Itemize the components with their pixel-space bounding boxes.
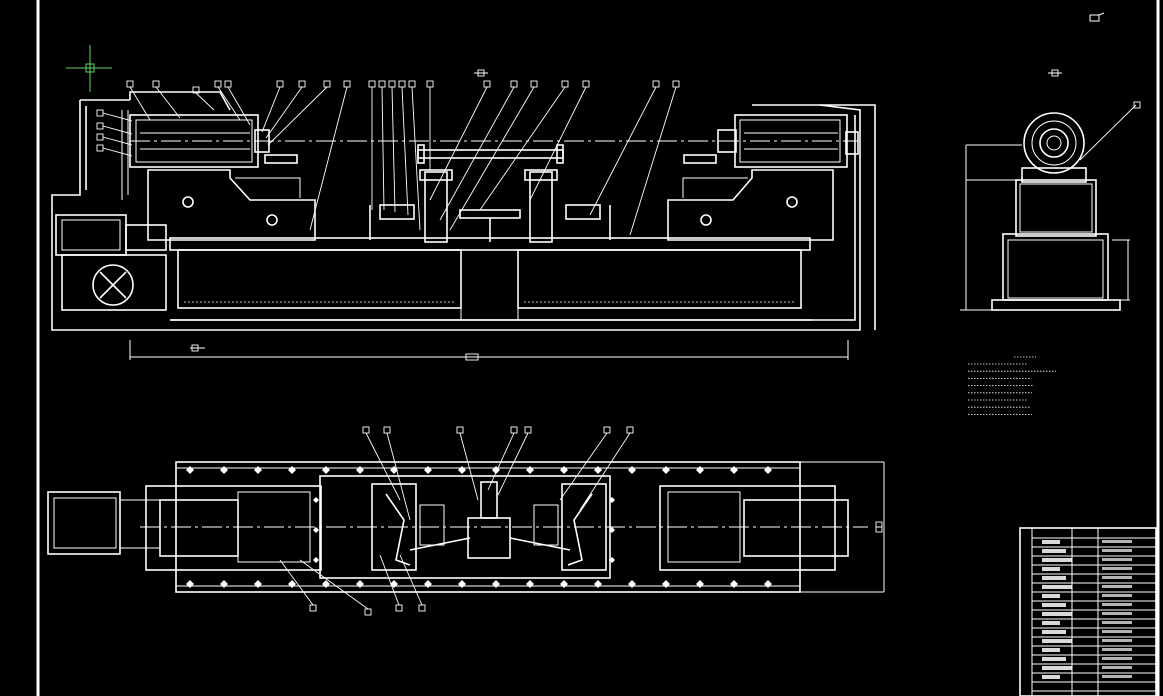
callout-balloon: [96, 133, 104, 141]
bolt-hole-icon: [424, 466, 432, 474]
bolt-hole-icon: [220, 580, 228, 588]
bolt-hole-icon: [322, 580, 330, 588]
part-callout-balloons: [96, 80, 680, 236]
callout-balloon: [276, 80, 284, 88]
callout-balloon: [383, 426, 391, 434]
callout-balloon: [214, 80, 222, 88]
technical-requirements-notes: [968, 356, 1056, 415]
bolt-hole-icon: [254, 466, 262, 474]
callout-balloon: [362, 426, 370, 434]
bolt-hole-icon: [254, 580, 262, 588]
bolt-hole-icon: [560, 580, 568, 588]
bolt-hole-icon: [186, 466, 194, 474]
bolt-hole-icon: [526, 580, 534, 588]
callout-balloon: [530, 80, 538, 88]
side-elevation-view[interactable]: [960, 69, 1141, 311]
bolt-hole-icon: [526, 466, 534, 474]
bolt-hole-icon: [458, 580, 466, 588]
plan-motor-unit: [47, 491, 121, 555]
callout-balloon: [96, 144, 104, 152]
callout-balloon: [152, 80, 160, 88]
dimension-tag-top: [474, 69, 488, 77]
bolt-hole-icon: [356, 466, 364, 474]
callout-balloon: [368, 80, 376, 88]
callout-balloon: [561, 80, 569, 88]
callout-balloon: [510, 80, 518, 88]
pulley-outer-icon: [1023, 112, 1085, 174]
callout-balloon: [323, 80, 331, 88]
callout-balloon: [96, 109, 104, 117]
bolt-hole-icon: [492, 580, 500, 588]
callout-balloon: [126, 80, 134, 88]
bolt-hole-icon: [288, 466, 296, 474]
bolt-hole-icon: [696, 580, 704, 588]
bolt-hole-icon: [764, 466, 772, 474]
bolt-hole-icon: [560, 466, 568, 474]
callout-balloon: [364, 608, 372, 616]
bolt-hole-icon: [288, 580, 296, 588]
title-block[interactable]: [1019, 527, 1157, 696]
callout-balloon: [395, 604, 403, 612]
callout-balloon: [418, 604, 426, 612]
callout-balloon: [398, 80, 406, 88]
bolt-hole-icon: [356, 580, 364, 588]
machine-base-frame: [169, 237, 812, 321]
callout-balloon: [309, 604, 317, 612]
bolt-hole-icon: [186, 580, 194, 588]
left-support-bracket: [147, 169, 316, 241]
callout-balloon: [96, 122, 104, 130]
callout-balloon: [378, 80, 386, 88]
bolt-hole-icon: [594, 466, 602, 474]
callout-balloon: [343, 80, 351, 88]
callout-balloon: [456, 426, 464, 434]
bolt-hole-icon: [662, 580, 670, 588]
fan-icon: [92, 264, 134, 306]
bolt-holes: [186, 466, 772, 588]
callout-balloon: [626, 426, 634, 434]
callout-balloon: [408, 80, 416, 88]
callout-balloon: [483, 80, 491, 88]
callout-balloon: [388, 80, 396, 88]
callout-balloon: [524, 426, 532, 434]
bolt-hole-icon: [764, 580, 772, 588]
view-orientation-icon[interactable]: [1089, 12, 1105, 22]
callout-balloon: [426, 80, 434, 88]
callout-balloon: [603, 426, 611, 434]
right-support-bracket: [667, 169, 834, 241]
bolt-hole-icon: [322, 466, 330, 474]
callout-balloon: [224, 80, 232, 88]
callout-balloon: [298, 80, 306, 88]
central-crossbar-assembly[interactable]: [369, 144, 611, 243]
right-hydraulic-cylinder[interactable]: [683, 114, 859, 168]
bolt-hole-icon: [594, 580, 602, 588]
plan-left-cylinder: [159, 499, 239, 557]
callout-balloon: [582, 80, 590, 88]
front-elevation-view[interactable]: [51, 69, 876, 361]
bolt-hole-icon: [696, 466, 704, 474]
plan-callout-balloons: [279, 426, 634, 616]
bolt-hole-icon: [424, 580, 432, 588]
callout-balloon: [672, 80, 680, 88]
plan-right-cylinder: [743, 499, 849, 557]
bolt-hole-icon: [662, 466, 670, 474]
plan-view[interactable]: [47, 426, 885, 616]
callout-balloon: [510, 426, 518, 434]
bolt-hole-icon: [730, 466, 738, 474]
overall-length-dimension: [129, 340, 849, 361]
bolt-hole-icon: [220, 466, 228, 474]
crosshair-cursor-icon: [66, 45, 112, 92]
bolt-hole-icon: [628, 466, 636, 474]
callout-balloon: [652, 80, 660, 88]
bolt-hole-icon: [628, 580, 636, 588]
bolt-hole-icon: [730, 580, 738, 588]
bolt-hole-icon: [458, 466, 466, 474]
motor-unit[interactable]: [55, 214, 167, 311]
